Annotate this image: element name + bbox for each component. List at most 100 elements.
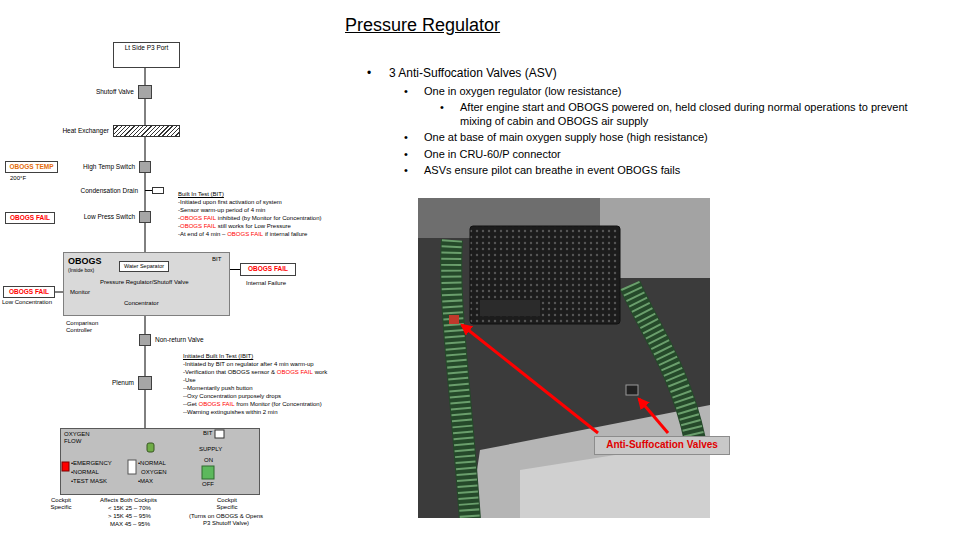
bullet-row: • ASVs ensure pilot can breathe in event … xyxy=(360,163,950,177)
bullet-row: •One in CRU-60/P connector xyxy=(360,147,950,161)
panel-indicators xyxy=(60,428,260,495)
note-text: MAX 45 – 95% xyxy=(110,521,150,528)
note-text: --Oxy Concentration purposely drops xyxy=(183,393,281,400)
panel-indicators xyxy=(215,430,224,438)
note-text: -Use xyxy=(183,377,196,384)
node-label: Anti-Suffocation Valves xyxy=(606,439,718,451)
note-text: -Verification that OBOGS sensor & xyxy=(183,369,275,376)
note-text: -Initiated upon first activation of syst… xyxy=(178,199,282,206)
note-text: • xyxy=(367,66,371,82)
note-text: OBOGS FAIL xyxy=(227,231,263,238)
valve-symbol: Shutoff Valve xyxy=(138,85,152,99)
bullet-row: •One at base of main oxygen supply hose … xyxy=(360,130,950,144)
note-text: --Warning extinguishes within 2 min xyxy=(183,409,277,416)
bullet-row: •After engine start and OBOGS powered on… xyxy=(360,100,950,129)
cockpit-photo xyxy=(451,240,470,518)
node-label: Lt Side P3 Port xyxy=(125,44,169,52)
flow-line xyxy=(145,223,146,252)
drain-symbol: Condensation Drain xyxy=(152,187,164,194)
bullet-row: • One in oxygen regulator (low resistance… xyxy=(360,84,950,98)
node-label: Shutoff Valve xyxy=(96,88,134,96)
note-text: -Initiated by BIT on regulator after 4 m… xyxy=(183,361,314,368)
bullet-list: •3 Anti-Suffocation Valves (ASV)•One in … xyxy=(360,66,950,179)
node-label: High Temp Switch xyxy=(83,163,135,171)
note-text: One at base of main oxygen supply hose (… xyxy=(424,130,940,144)
note-line: -At end of 4 min –OBOGS FAILif internal … xyxy=(178,231,307,238)
valve-symbol: Low Press Switch xyxy=(139,211,151,223)
note-line: -Initiated by BIT on regulator after 4 m… xyxy=(183,361,314,368)
node-label: (Inside box) xyxy=(68,267,94,273)
flow-line xyxy=(145,316,146,334)
note-text: OFF xyxy=(202,481,214,488)
drain-line xyxy=(145,190,152,191)
note-text: Initiated Built In Test (IBIT) xyxy=(183,353,253,360)
note-text: Concentrator xyxy=(124,300,159,307)
note-text: Affects Both Cockpits xyxy=(100,497,157,504)
node-label: Heat Exchanger xyxy=(62,127,109,135)
cockpit-photo xyxy=(480,300,540,316)
note-text: ASVs ensure pilot can breathe in event O… xyxy=(424,163,940,177)
note-text: Pressure Regulator/Shutoff Valve xyxy=(100,279,189,286)
note-text: (Turns on OBOGS & Opens P3 Shutoff Valve… xyxy=(186,513,266,527)
callout-arrow xyxy=(462,325,598,433)
note-text: Cockpit Specific xyxy=(212,497,242,511)
note-line: -OBOGS FAILinhibited (by Monitor for Con… xyxy=(178,215,322,222)
flow-line xyxy=(145,173,146,211)
note-text: •EMERGENCY xyxy=(71,460,112,467)
note-text: One in CRU-60/P connector xyxy=(424,147,940,161)
note-line: --Oxy Concentration purposely drops xyxy=(183,393,281,400)
node-label: Water Separator xyxy=(124,263,164,270)
note-text: - xyxy=(178,223,180,230)
panel-indicators xyxy=(62,462,69,471)
callout-box: Anti-Suffocation Valves xyxy=(594,436,730,455)
note-text: • xyxy=(404,163,408,177)
note-text: BIT xyxy=(203,430,212,437)
note-line: -Verification that OBOGS sensor &OBOGS F… xyxy=(183,369,327,376)
flow-line xyxy=(145,68,146,85)
note-text: from Monitor (for Concentration) xyxy=(236,401,321,408)
node-label: Low Press Switch xyxy=(84,213,135,221)
process-box: Lt Side P3 Port xyxy=(113,42,180,68)
note-text: Low Concentration xyxy=(2,299,52,306)
note-text: •NORMAL xyxy=(138,460,166,467)
note-text: •TEST MASK xyxy=(71,478,107,485)
valve-symbol: Plenum xyxy=(138,376,152,390)
note-text: OBOGS FAIL xyxy=(180,215,216,222)
cockpit-photo xyxy=(470,405,710,518)
note-text: - xyxy=(178,215,180,222)
cockpit-photo xyxy=(470,226,620,324)
heat-exchanger: Heat Exchanger xyxy=(113,125,180,137)
note-line: --GetOBOGS FAILfrom Monitor (for Concent… xyxy=(183,401,322,408)
note-text: • xyxy=(404,84,408,98)
flow-line xyxy=(145,390,146,428)
note-text: Monitor xyxy=(70,289,90,296)
bullet-row: • 3 Anti-Suffocation Valves (ASV) xyxy=(360,66,950,82)
node-label: OBOGS FAIL xyxy=(9,288,49,296)
note-line: --Warning extinguishes within 2 min xyxy=(183,409,277,416)
note-text: After engine start and OBOGS powered on,… xyxy=(460,100,940,129)
note-text: OBOGS FAIL xyxy=(198,401,234,408)
cockpit-photo xyxy=(418,198,710,518)
cockpit-photo xyxy=(630,285,695,440)
node-label: OBOGS FAIL xyxy=(248,265,288,273)
cockpit-photo xyxy=(630,285,695,440)
note-text: One in oxygen regulator (low resistance) xyxy=(424,84,940,98)
note-text: 3 Anti-Suffocation Valves (ASV) xyxy=(389,66,940,82)
cockpit-photo xyxy=(449,315,459,324)
note-text: still works for Low Pressure xyxy=(218,223,291,230)
flow-line xyxy=(55,292,63,293)
cockpit-photo xyxy=(626,385,638,395)
valve-symbol: High Temp Switch xyxy=(139,161,151,173)
note-text: --Get xyxy=(183,401,197,408)
node-label: Plenum xyxy=(112,379,134,387)
note-text: Built In Test (BIT) xyxy=(178,191,224,198)
note-line: -Use xyxy=(183,377,196,384)
callout-arrow xyxy=(462,325,668,433)
note-text: Comparison Controller xyxy=(66,320,102,334)
note-text: inhibited (by Monitor for Concentration) xyxy=(218,215,322,222)
note-text: Cockpit Specific xyxy=(46,497,76,511)
slide-title: Pressure Regulator xyxy=(345,15,500,36)
note-line: --Momentarily push button xyxy=(183,385,253,392)
note-text: ON xyxy=(204,457,213,464)
callout-arrow xyxy=(639,399,668,433)
